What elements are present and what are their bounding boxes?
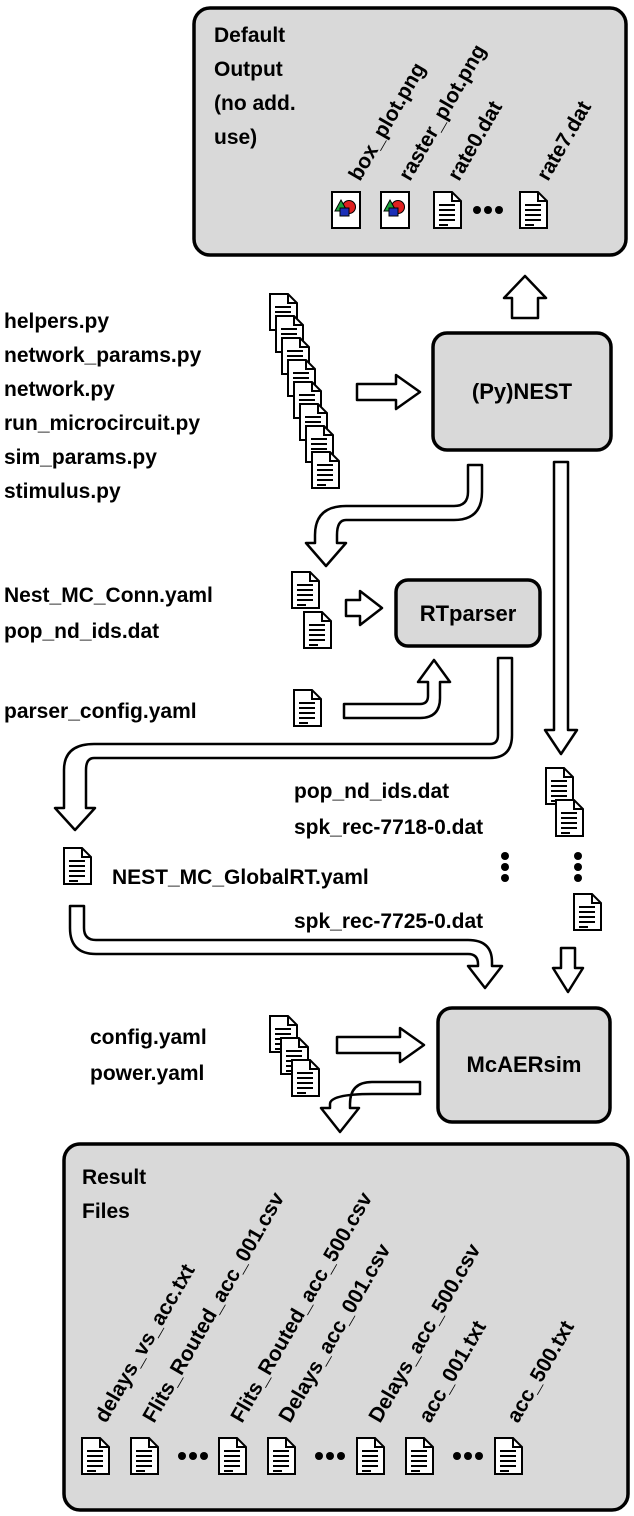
default-output-title-line: Output: [214, 58, 283, 81]
file-icon: [356, 1437, 385, 1475]
python-file-label: stimulus.py: [4, 480, 121, 503]
arrow-rtparser-to-globalrt: [53, 656, 514, 832]
result-files-box: Result Files delays_vs_acc.txt Flits_Rou…: [62, 1142, 630, 1512]
arrow-mcaersim-to-results: [319, 1080, 422, 1134]
file-icon: [555, 799, 584, 837]
ellipsis-icon: [473, 206, 503, 214]
default-output-title-line: (no add.: [214, 92, 296, 115]
rtparser-input-label: pop_nd_ids.dat: [4, 620, 159, 643]
ellipsis-icon: [178, 1452, 208, 1460]
file-icon: [311, 451, 340, 489]
default-output-title-line: Default: [214, 24, 285, 47]
mcaersim-label: McAERsim: [467, 1052, 582, 1077]
python-file-label: sim_params.py: [4, 446, 157, 469]
rtparser-box: RTparser: [394, 578, 542, 648]
file-icon: [303, 611, 332, 649]
file-icon: [291, 571, 320, 609]
parser-config-label: parser_config.yaml: [4, 700, 197, 723]
file-icon: [573, 893, 602, 931]
python-file-stack: [269, 293, 340, 489]
file-icon: [63, 847, 92, 885]
file-icon: [267, 1437, 296, 1475]
results-title: Result Files: [82, 1166, 152, 1223]
spike-ids-label: pop_nd_ids.dat: [294, 780, 449, 803]
spike-last-label: spk_rec-7725-0.dat: [294, 910, 483, 933]
arrow-nest-to-spike-files: [543, 460, 579, 756]
arrow-python-to-nest: [355, 373, 422, 411]
arrow-config-to-rtparser: [342, 658, 452, 720]
arrow-nest-to-rtparser-inputs: [304, 463, 484, 568]
mcaersim-box: McAERsim: [436, 1006, 612, 1124]
ellipsis-icon: [574, 852, 582, 882]
file-icon: [293, 689, 322, 727]
ellipsis-icon: [501, 852, 509, 882]
python-file-label: run_microcircuit.py: [4, 412, 200, 435]
image-file-icon: [331, 191, 361, 229]
ellipsis-icon: [453, 1452, 483, 1460]
nest-label: (Py)NEST: [472, 379, 573, 404]
rtparser-input-label: Nest_MC_Conn.yaml: [4, 584, 213, 607]
python-file-label: network.py: [4, 378, 115, 401]
image-file-icon: [380, 191, 410, 229]
file-icon: [81, 1437, 110, 1475]
mcaersim-input-label: config.yaml: [90, 1026, 207, 1049]
file-icon: [433, 191, 462, 229]
ellipsis-icon: [315, 1452, 345, 1460]
file-icon: [494, 1437, 523, 1475]
default-output-title-line: use): [214, 126, 257, 149]
arrow-globalrt-to-mcaersim: [68, 904, 504, 990]
file-icon: [218, 1437, 247, 1475]
file-icon: [291, 1059, 320, 1097]
results-title-line: Files: [82, 1200, 130, 1223]
file-icon: [545, 767, 574, 805]
python-file-label: network_params.py: [4, 344, 202, 367]
arrow-nest-to-output: [502, 274, 548, 320]
python-files-list: helpers.py network_params.py network.py …: [4, 310, 202, 503]
mcaersim-input-label: power.yaml: [90, 1062, 204, 1085]
rtparser-label: RTparser: [420, 601, 517, 626]
arrow-configs-to-mcaersim: [335, 1026, 426, 1064]
arrow-spikes-to-mcaersim: [551, 946, 585, 994]
file-icon: [519, 191, 548, 229]
nest-box: (Py)NEST: [431, 331, 613, 452]
results-title-line: Result: [82, 1166, 146, 1189]
arrow-inputs-to-rtparser: [344, 589, 384, 627]
default-output-box: Default Output (no add. use) box_plot.pn…: [192, 6, 628, 257]
default-output-title: Default Output (no add. use): [214, 24, 302, 149]
file-icon: [130, 1437, 159, 1475]
globalrt-label: NEST_MC_GlobalRT.yaml: [112, 866, 369, 889]
spike-first-label: spk_rec-7718-0.dat: [294, 816, 483, 839]
python-file-label: helpers.py: [4, 310, 109, 333]
file-icon: [405, 1437, 434, 1475]
